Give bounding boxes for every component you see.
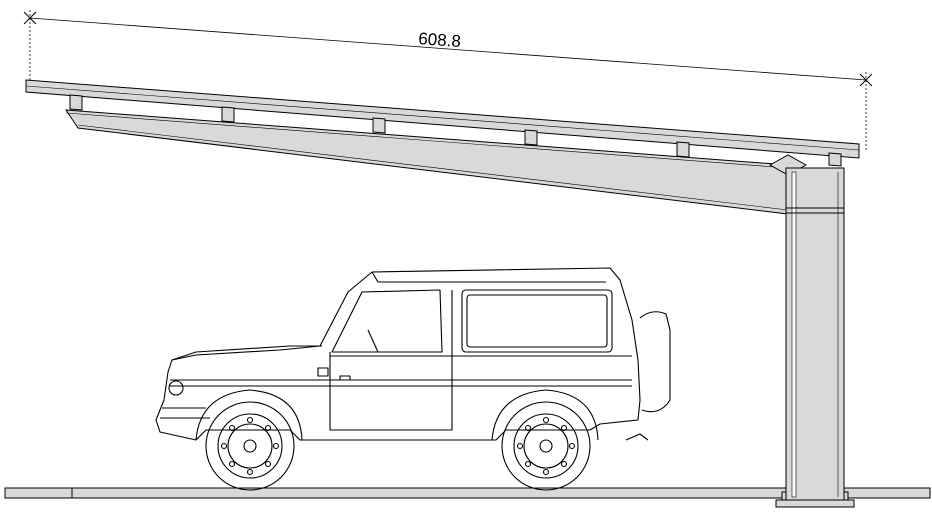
ground-slab <box>4 487 931 499</box>
rear-wheel-icon <box>501 401 591 491</box>
car-roof-line <box>371 271 606 283</box>
steel-column <box>775 167 855 508</box>
dimension-label: 608.8 <box>418 29 462 51</box>
front-wheel-arch <box>195 389 303 441</box>
dimension-line: 608.8 <box>23 10 873 150</box>
rear-wheel-arch <box>491 389 599 441</box>
suv-vehicle <box>155 267 671 491</box>
car-rear-window-inner <box>466 294 608 348</box>
car-rear-window <box>461 289 613 353</box>
mudflap <box>625 433 649 441</box>
side-mirror-icon <box>317 367 329 377</box>
purlins <box>69 94 842 167</box>
car-body-outline <box>155 267 641 441</box>
car-door-outline <box>329 290 453 431</box>
roof-panel <box>25 79 860 159</box>
steering-wheel-icon <box>367 329 379 353</box>
headlight-icon <box>168 380 184 396</box>
spare-wheel-icon <box>639 311 671 413</box>
front-wheel-icon <box>205 401 295 491</box>
cantilever-beam <box>65 109 808 215</box>
car-front-window <box>331 289 443 353</box>
car-hood-line <box>171 345 322 361</box>
door-handle-icon <box>339 375 351 381</box>
